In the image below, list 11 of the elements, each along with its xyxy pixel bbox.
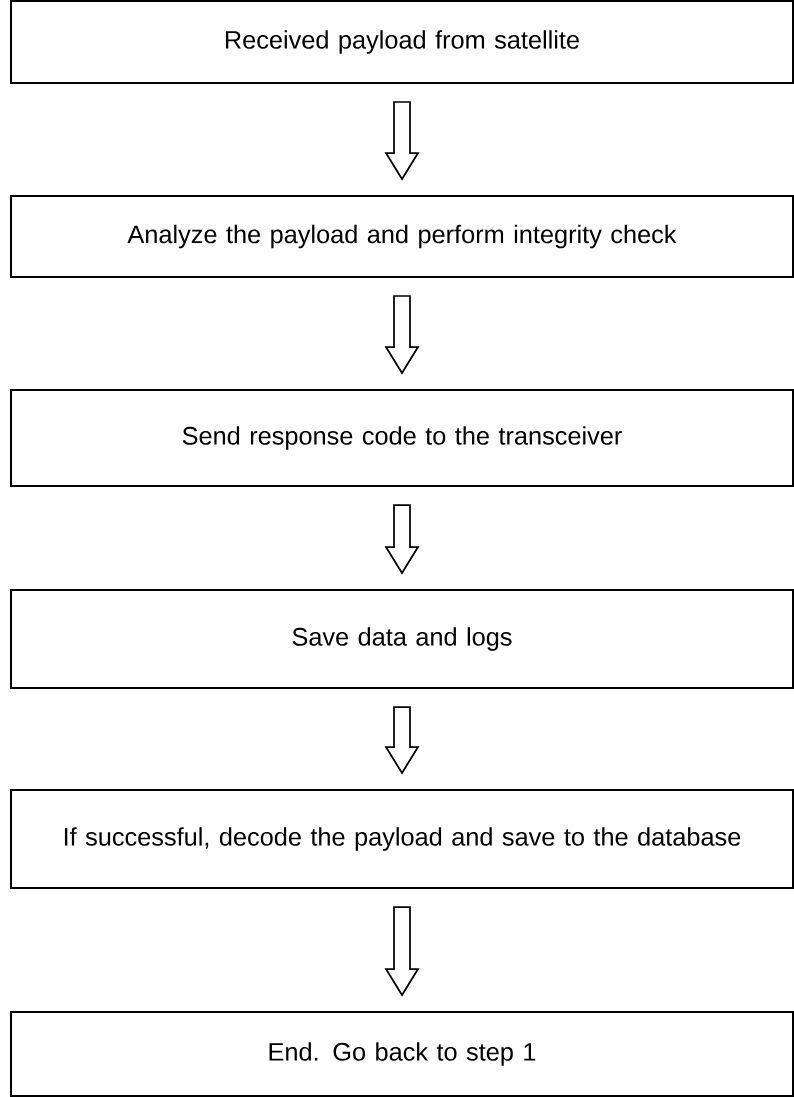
process-box: Analyze the payload and perform integrity check — [10, 195, 794, 278]
process-box: Send response code to the transceiver — [10, 389, 794, 487]
process-box: End. Go back to step 1 — [10, 1011, 794, 1097]
block-arrow — [384, 504, 420, 575]
process-box: If successful, decode the payload and save to the database — [10, 789, 794, 889]
block-arrow — [384, 706, 420, 775]
process-box: Received payload from satellite — [10, 0, 794, 84]
process-box: Save data and logs — [10, 589, 794, 689]
block-arrow — [384, 101, 420, 181]
block-arrow — [384, 295, 420, 375]
block-arrow — [384, 906, 420, 997]
